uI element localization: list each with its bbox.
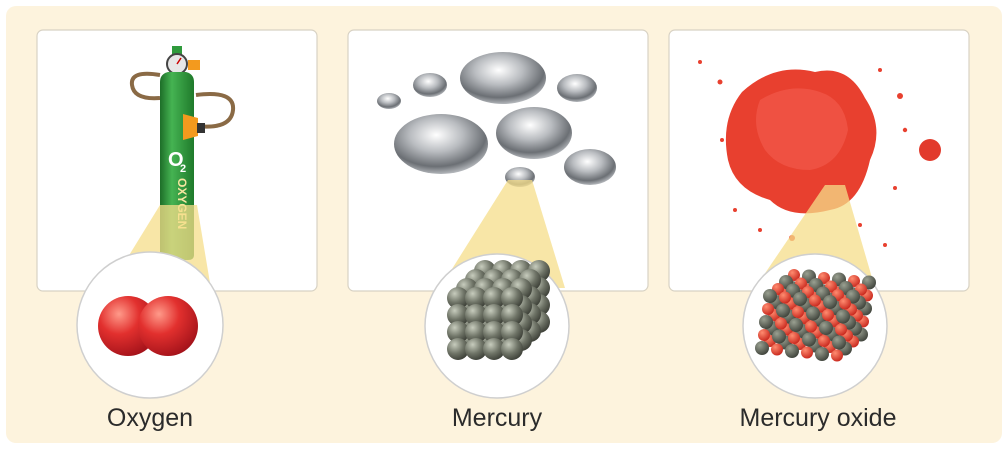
mercury-droplet <box>557 74 597 102</box>
powder-speck <box>893 186 897 190</box>
powder-speck <box>883 243 887 247</box>
mercury-caption: Mercury <box>452 404 542 433</box>
lattice-mercury-atom <box>772 330 786 344</box>
powder-speck <box>733 208 737 212</box>
powder-speck <box>718 80 723 85</box>
mercury-atom <box>501 338 523 360</box>
mercury-droplet <box>377 93 401 109</box>
oxygen-molecule <box>98 296 198 356</box>
lattice-mercury-atom <box>806 307 820 321</box>
lattice-oxygen-atom <box>801 347 813 359</box>
mercury-droplet <box>460 52 546 104</box>
oxygen-caption: Oxygen <box>107 404 193 433</box>
powder-speck <box>720 138 724 142</box>
lattice-oxygen-atom <box>809 295 821 307</box>
lattice-oxygen-atom <box>805 321 817 333</box>
lattice-oxygen-atom <box>818 335 830 347</box>
lattice-mercury-atom <box>819 321 833 335</box>
mercury-droplet <box>496 107 572 159</box>
lattice-mercury-atom <box>802 333 816 347</box>
lattice-mercury-atom <box>832 336 846 350</box>
mercury-oxide-caption: Mercury oxide <box>740 404 897 433</box>
lattice-mercury-atom <box>836 310 850 324</box>
powder-clump <box>919 139 941 161</box>
lattice-oxygen-atom <box>775 318 787 330</box>
powder-speck <box>897 93 903 99</box>
mercury-droplet <box>413 73 447 97</box>
oxygen-atom <box>138 296 198 356</box>
lattice-mercury-atom <box>789 318 803 332</box>
lattice-oxygen-atom <box>788 332 800 344</box>
mercury-droplet <box>394 114 488 174</box>
lattice-oxygen-atom <box>771 344 783 356</box>
lattice-oxygen-atom <box>831 350 843 362</box>
cylinder-regulator <box>183 114 198 140</box>
powder-speck <box>878 68 882 72</box>
lattice-oxygen-atom <box>835 324 847 336</box>
lattice-mercury-atom <box>815 347 829 361</box>
powder-speck <box>698 60 702 64</box>
lattice-oxygen-atom <box>762 303 774 315</box>
lattice-mercury-atom <box>755 341 769 355</box>
lattice-oxygen-atom <box>792 306 804 318</box>
mercury-droplet <box>564 149 616 185</box>
lattice-mercury-atom <box>759 315 773 329</box>
lattice-mercury-atom <box>823 295 837 309</box>
lattice-mercury-atom <box>763 289 777 303</box>
cylinder-formula-subscript: 2 <box>180 163 186 175</box>
lattice-mercury-atom <box>785 344 799 358</box>
lattice-oxygen-atom <box>839 298 851 310</box>
powder-speck <box>903 128 907 132</box>
lattice-oxygen-atom <box>758 329 770 341</box>
lattice-mercury-atom <box>776 304 790 318</box>
lattice-mercury-atom <box>793 292 807 306</box>
lattice-oxygen-atom <box>822 309 834 321</box>
valve-knob <box>188 60 200 70</box>
powder-speck <box>758 228 762 232</box>
lattice-oxygen-atom <box>779 292 791 304</box>
powder-speck <box>858 223 862 227</box>
